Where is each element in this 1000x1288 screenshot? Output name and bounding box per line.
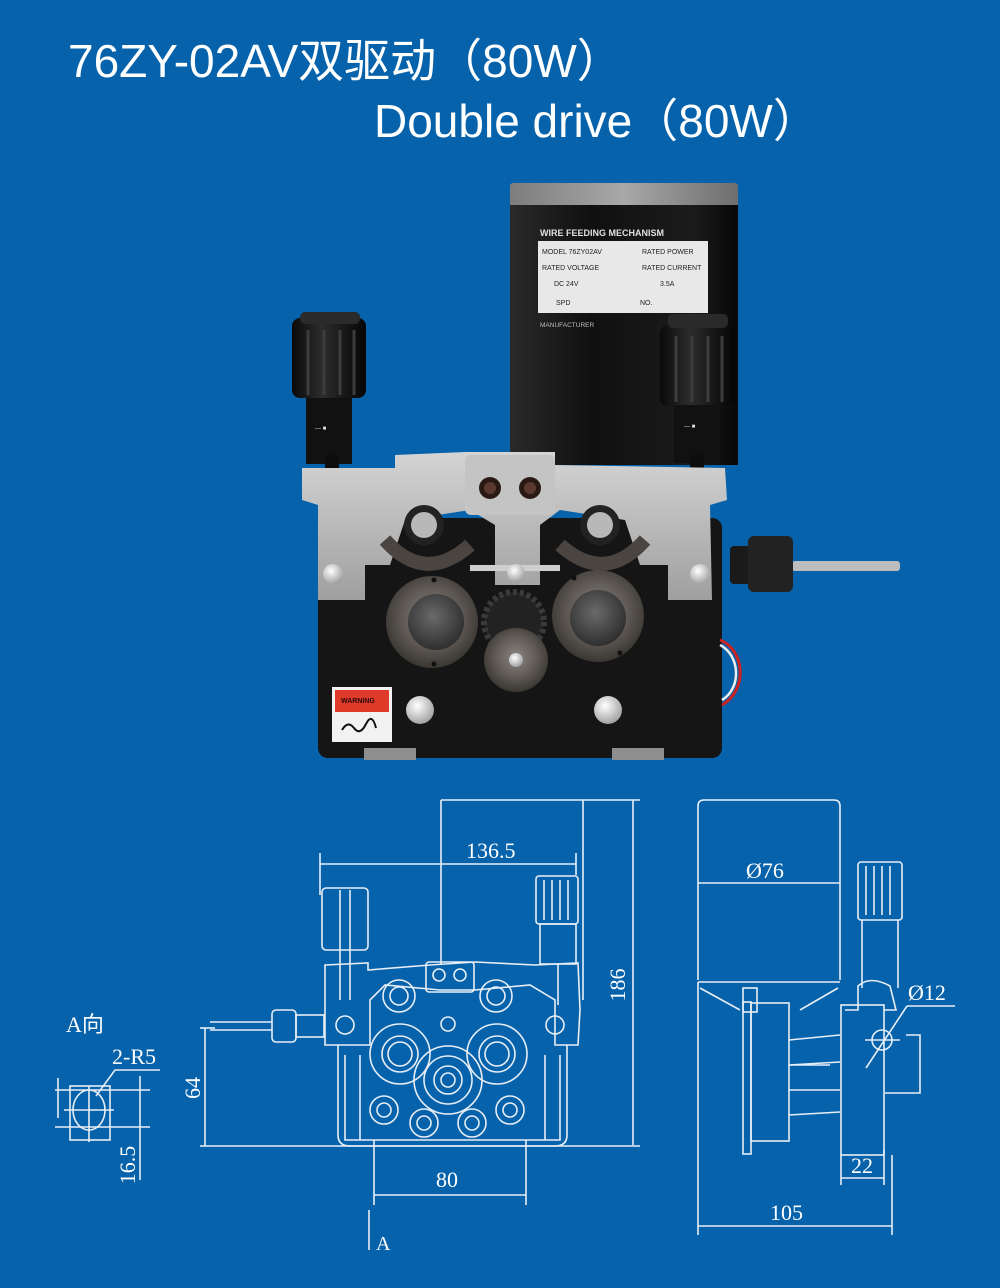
svg-text:RATED VOLTAGE: RATED VOLTAGE (542, 265, 600, 272)
drive-gear (481, 589, 548, 692)
drive-roller-left (386, 576, 478, 668)
dim-136-5: 136.5 (466, 838, 516, 863)
a-view-detail-outline (55, 1069, 160, 1180)
screws (323, 564, 710, 724)
front-view-outline (200, 799, 640, 1250)
wire-inlet-guide (730, 536, 900, 592)
drive-roller-right (552, 570, 644, 662)
dim-64: 64 (180, 1077, 205, 1099)
side-view-outline (697, 799, 955, 1235)
svg-text:WIRE FEEDING MECHANISM: WIRE FEEDING MECHANISM (540, 228, 664, 238)
svg-text:SPD: SPD (556, 300, 570, 307)
a-view-title: A向 (66, 1012, 104, 1037)
svg-text:WARNING: WARNING (341, 698, 375, 705)
svg-text:RATED CURRENT: RATED CURRENT (642, 265, 702, 272)
view-arrow-label: A (376, 1233, 391, 1255)
product-title-cn: 76ZY-02AV双驱动（80W） (68, 35, 623, 87)
svg-text:— ■: — ■ (315, 426, 327, 432)
warning-label: WARNING (332, 687, 392, 742)
svg-text:MANUFACTURER: MANUFACTURER (540, 322, 594, 329)
dim-16-5: 16.5 (115, 1146, 140, 1185)
dim-diameter-76: Ø76 (746, 858, 784, 883)
dim-22: 22 (851, 1153, 873, 1178)
dim-186: 186 (605, 969, 630, 1002)
dim-diameter-12: Ø12 (908, 980, 946, 1005)
pressure-knob-right: — ■ (660, 314, 734, 547)
product-photo: WIRE FEEDING MECHANISM MODEL 76ZY02AV RA… (292, 183, 900, 760)
motor-label: WIRE FEEDING MECHANISM MODEL 76ZY02AV RA… (538, 228, 708, 329)
pressure-knob-left: — ■ (292, 312, 366, 547)
svg-text:— ■: — ■ (684, 424, 696, 430)
dim-80: 80 (436, 1167, 458, 1192)
svg-text:3.5A: 3.5A (660, 281, 675, 288)
svg-text:RATED POWER: RATED POWER (642, 249, 694, 256)
hand-crush-icon (341, 717, 377, 733)
svg-text:MODEL 76ZY02AV: MODEL 76ZY02AV (542, 249, 602, 256)
svg-text:NO.: NO. (640, 300, 653, 307)
dim-2-r5: 2-R5 (112, 1044, 156, 1069)
dim-105: 105 (770, 1200, 803, 1225)
svg-text:DC 24V: DC 24V (554, 281, 579, 288)
product-title-en: Double drive（80W） (374, 95, 819, 147)
